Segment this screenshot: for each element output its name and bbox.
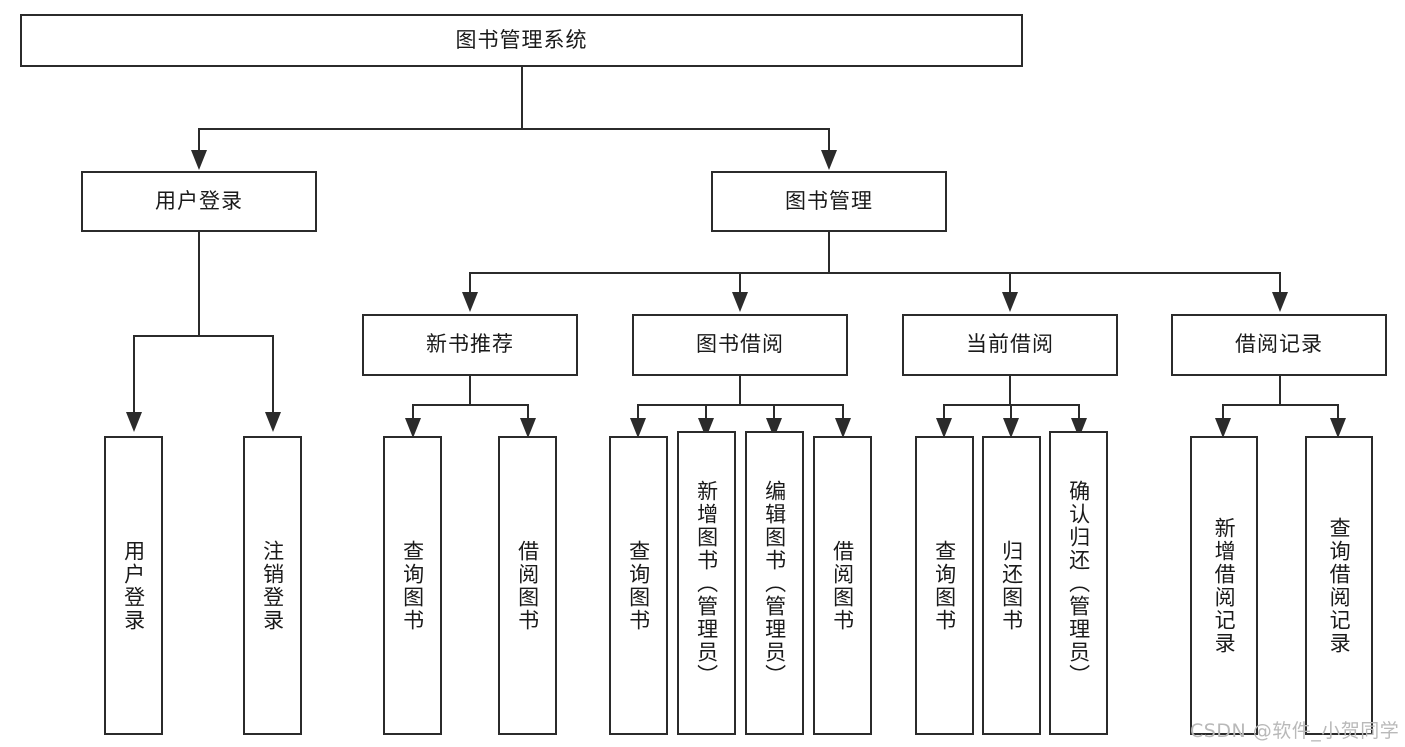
node-book-management[interactable]: 图书管理 (711, 171, 947, 232)
arrow-to-leaf-logout (265, 412, 281, 432)
edge-current-borrow-stem (1009, 376, 1011, 404)
edge-new-book-rec-bus (412, 404, 528, 406)
edge-level3-bus (469, 272, 1281, 274)
edge-borrow-records-stem (1279, 376, 1281, 404)
node-label: 用户登录 (121, 539, 146, 632)
edge-to-leaf-br-2 (1337, 404, 1339, 422)
edge-user-login-stem (198, 232, 200, 335)
arrow-to-leaf-bb-4 (835, 418, 851, 438)
node-label: 当前借阅 (966, 332, 1054, 357)
node-label: 查询图书 (932, 539, 957, 632)
arrow-to-book-management (821, 150, 837, 170)
node-label: 确认归还（管理员） (1066, 479, 1091, 687)
arrow-to-book-borrow (732, 292, 748, 312)
edge-to-book-management (828, 128, 830, 156)
node-label: 新增借阅记录 (1212, 516, 1237, 655)
edge-to-leaf-logout (272, 335, 274, 417)
edge-to-new-book-rec (469, 272, 471, 297)
leaf-user-login[interactable]: 用户登录 (104, 436, 163, 735)
edge-to-leaf-bb-2 (705, 404, 707, 422)
leaf-edit-book-admin[interactable]: 编辑图书（管理员） (745, 431, 804, 735)
leaf-query-books-borrow[interactable]: 查询图书 (609, 436, 668, 735)
edge-to-leaf-cb-2 (1010, 404, 1012, 422)
arrow-to-new-book-rec (462, 292, 478, 312)
node-label: 用户登录 (155, 188, 243, 213)
edge-to-leaf-nbr-1 (412, 404, 414, 422)
node-label: 图书管理系统 (455, 27, 588, 52)
arrow-to-leaf-nbr-1 (405, 418, 421, 438)
arrow-to-leaf-br-2 (1330, 418, 1346, 438)
edge-to-leaf-bb-4 (842, 404, 844, 422)
arrow-to-user-login (191, 150, 207, 170)
edge-to-leaf-bb-3 (773, 404, 775, 422)
edge-root-stem (521, 67, 523, 128)
arrow-to-current-borrow (1002, 292, 1018, 312)
node-book-borrow[interactable]: 图书借阅 (632, 314, 848, 376)
node-label: 新增图书（管理员） (694, 479, 719, 687)
node-new-book-recommendation[interactable]: 新书推荐 (362, 314, 578, 376)
node-current-borrow[interactable]: 当前借阅 (902, 314, 1118, 376)
leaf-return-books[interactable]: 归还图书 (982, 436, 1041, 735)
leaf-query-borrow-record[interactable]: 查询借阅记录 (1305, 436, 1373, 735)
edge-book-borrow-bus (637, 404, 844, 406)
leaf-logout[interactable]: 注销登录 (243, 436, 302, 735)
leaf-query-books-new-rec[interactable]: 查询图书 (383, 436, 442, 735)
node-label: 借阅记录 (1235, 332, 1323, 357)
node-label: 编辑图书（管理员） (762, 479, 787, 687)
arrow-to-leaf-user-login (126, 412, 142, 432)
leaf-add-book-admin[interactable]: 新增图书（管理员） (677, 431, 736, 735)
node-label: 查询借阅记录 (1327, 516, 1352, 655)
node-label: 借阅图书 (515, 539, 540, 632)
node-borrow-records[interactable]: 借阅记录 (1171, 314, 1387, 376)
node-label: 注销登录 (260, 539, 285, 632)
node-label: 新书推荐 (426, 332, 514, 357)
edge-to-book-borrow (739, 272, 741, 297)
node-user-login[interactable]: 用户登录 (81, 171, 317, 232)
edge-borrow-records-bus (1222, 404, 1338, 406)
leaf-borrow-books-new-rec[interactable]: 借阅图书 (498, 436, 557, 735)
leaf-add-borrow-record[interactable]: 新增借阅记录 (1190, 436, 1258, 735)
arrow-to-leaf-nbr-2 (520, 418, 536, 438)
arrow-to-leaf-cb-2 (1003, 418, 1019, 438)
edge-new-book-rec-stem (469, 376, 471, 404)
edge-user-login-bus (133, 335, 273, 337)
edge-level2-bus (198, 128, 830, 130)
edge-to-current-borrow (1009, 272, 1011, 297)
leaf-query-books-current[interactable]: 查询图书 (915, 436, 974, 735)
arrow-to-leaf-br-1 (1215, 418, 1231, 438)
node-label: 归还图书 (999, 539, 1024, 632)
edge-book-management-stem (828, 232, 830, 272)
edge-to-leaf-user-login (133, 335, 135, 417)
edge-to-leaf-br-1 (1222, 404, 1224, 422)
edge-to-user-login (198, 128, 200, 156)
edge-to-leaf-bb-1 (637, 404, 639, 422)
arrow-to-leaf-bb-1 (630, 418, 646, 438)
leaf-confirm-return-admin[interactable]: 确认归还（管理员） (1049, 431, 1108, 735)
edge-to-leaf-nbr-2 (527, 404, 529, 422)
node-label: 查询图书 (400, 539, 425, 632)
node-label: 图书管理 (785, 188, 873, 213)
arrow-to-leaf-cb-1 (936, 418, 952, 438)
arrow-to-borrow-records (1272, 292, 1288, 312)
node-label: 图书借阅 (696, 332, 784, 357)
edge-to-borrow-records (1279, 272, 1281, 297)
node-root-book-management-system[interactable]: 图书管理系统 (20, 14, 1023, 67)
leaf-borrow-books[interactable]: 借阅图书 (813, 436, 872, 735)
edge-book-borrow-stem (739, 376, 741, 404)
edge-to-leaf-cb-3 (1078, 404, 1080, 422)
node-label: 查询图书 (626, 539, 651, 632)
edge-to-leaf-cb-1 (943, 404, 945, 422)
node-label: 借阅图书 (830, 539, 855, 632)
